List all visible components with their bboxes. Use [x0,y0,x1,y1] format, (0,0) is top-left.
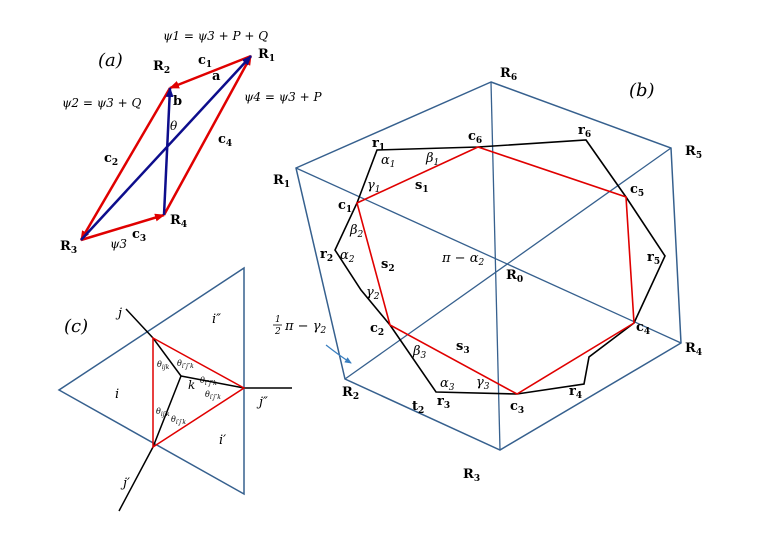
vertex-R5-label: R5 [685,144,702,161]
label-t2: t2 [412,399,424,416]
label-s1: s1 [415,178,429,195]
angle-alpha2: α2 [340,248,355,265]
edge-c2 [79,87,172,241]
angle-beta2: β2 [349,223,364,240]
theta-iprime-jdprime-k: θi′j″k [205,390,221,401]
angle-beta3: β3 [412,344,427,361]
vertex-r5-label: r5 [647,250,660,267]
vertex-r2-label: r2 [320,247,333,264]
vertex-R6-label: R6 [500,66,517,83]
edge-jdprime-to-k [180,375,292,389]
c-hexagon [356,146,635,395]
panel-a-label: (a) [98,50,123,71]
theta-idprime-jdprime-k-1: θi″j″k [177,359,194,370]
vertex-R2-label-b: R2 [342,385,359,402]
r-polygon [334,139,666,395]
angle-gamma3: γ3 [476,375,490,392]
theta-ijprime-k: θij′k [156,407,170,418]
edge-c1 [169,54,252,90]
spoke-R2-R5 [344,147,672,380]
theta-ijk: θijk [157,360,170,371]
angle-alpha1: α1 [381,153,396,170]
angle-alpha3: α3 [440,376,455,393]
psi4-label: ψ4 = ψ3 + P [244,90,322,104]
psi2-label: ψ2 = ψ3 + Q [62,96,141,110]
vertex-c2-label: c2 [370,321,384,338]
angle-gamma1: γ1 [367,178,381,195]
vertex-R4-label-b: R4 [685,341,702,358]
label-i: i [115,387,119,402]
psi3-label: ψ3 [110,237,127,251]
label-i-prime: i′ [219,433,226,448]
panel-b: (b) R6 R5 R4 R3 R2 R1 R0 r1 r6 r5 r4 r3 … [273,66,702,484]
vertex-r3-label: r3 [437,394,450,411]
vertex-R2-label: R2 [153,59,170,76]
panel-b-label: (b) [629,80,655,101]
vertex-c5-label: c5 [630,182,644,199]
vertex-c6-label: c6 [468,129,482,146]
vertex-r6-label: r6 [578,123,591,140]
label-s3: s3 [456,339,470,356]
half-fraction-denominator: 2 [274,327,281,337]
label-k: k [188,378,195,392]
vertex-r4-label: r4 [569,384,582,401]
edge-c4 [162,55,253,216]
outer-triangle [57,266,245,496]
label-b: b [173,94,182,109]
angle-theta-label: θ [170,119,178,133]
label-j-dprime: j″ [256,395,268,410]
half-fraction-numerator: 1 [275,315,281,325]
pi-minus-alpha2-label: π − α2 [441,251,484,268]
label-j-prime: j′ [120,476,130,491]
vertex-R3-label-b: R3 [463,467,480,484]
panel-c-label: (c) [64,316,88,337]
psi1-label: ψ1 = ψ3 + P + Q [163,29,268,43]
label-i-dprime: i″ [212,312,221,327]
label-s2: s2 [381,257,395,274]
vertex-R4-label: R4 [170,213,187,230]
vertex-R1-label-b: R1 [273,173,290,190]
panel-a: (a) ψ1 = ψ3 + P + Q c1 R1 R2 a b ψ2 = ψ3… [60,29,322,256]
vertex-c4-label: c4 [636,320,650,337]
angle-beta1: β1 [425,151,439,168]
red-triangle [152,336,246,449]
theta-iprime-jprime-k: θi′j′k [171,415,186,426]
half-pi-minus-gamma2-label: 1 2 π − γ2 [273,315,326,337]
vertex-r1-label: r1 [372,136,385,153]
label-j: j [115,306,122,321]
vertex-R0-label: R0 [506,268,523,285]
panel-c: (c) j i″ i k j″ i′ j′ θijk θi″j″k θi″j″k… [57,266,292,512]
spoke-R1-R4 [295,167,682,344]
label-c2: c2 [104,151,118,168]
label-c1: c1 [198,53,212,70]
vertex-R1-label: R1 [258,47,275,64]
vertex-R3-label: R3 [60,239,77,256]
pi-minus-gamma2-text: π − γ2 [284,319,326,336]
vector-b [162,87,174,216]
vertex-c3-label: c3 [510,399,524,416]
label-c4: c4 [218,132,232,149]
angle-gamma2: γ2 [366,285,380,302]
theta-idprime-jdprime-k-2: θi″j″k [200,376,217,387]
edge-c3 [80,213,165,242]
spoke-R3-R6 [490,81,501,451]
label-c3: c3 [132,227,146,244]
vertex-c1-label: c1 [338,198,352,215]
annotation-pointer [325,344,352,364]
label-a: a [212,69,221,84]
